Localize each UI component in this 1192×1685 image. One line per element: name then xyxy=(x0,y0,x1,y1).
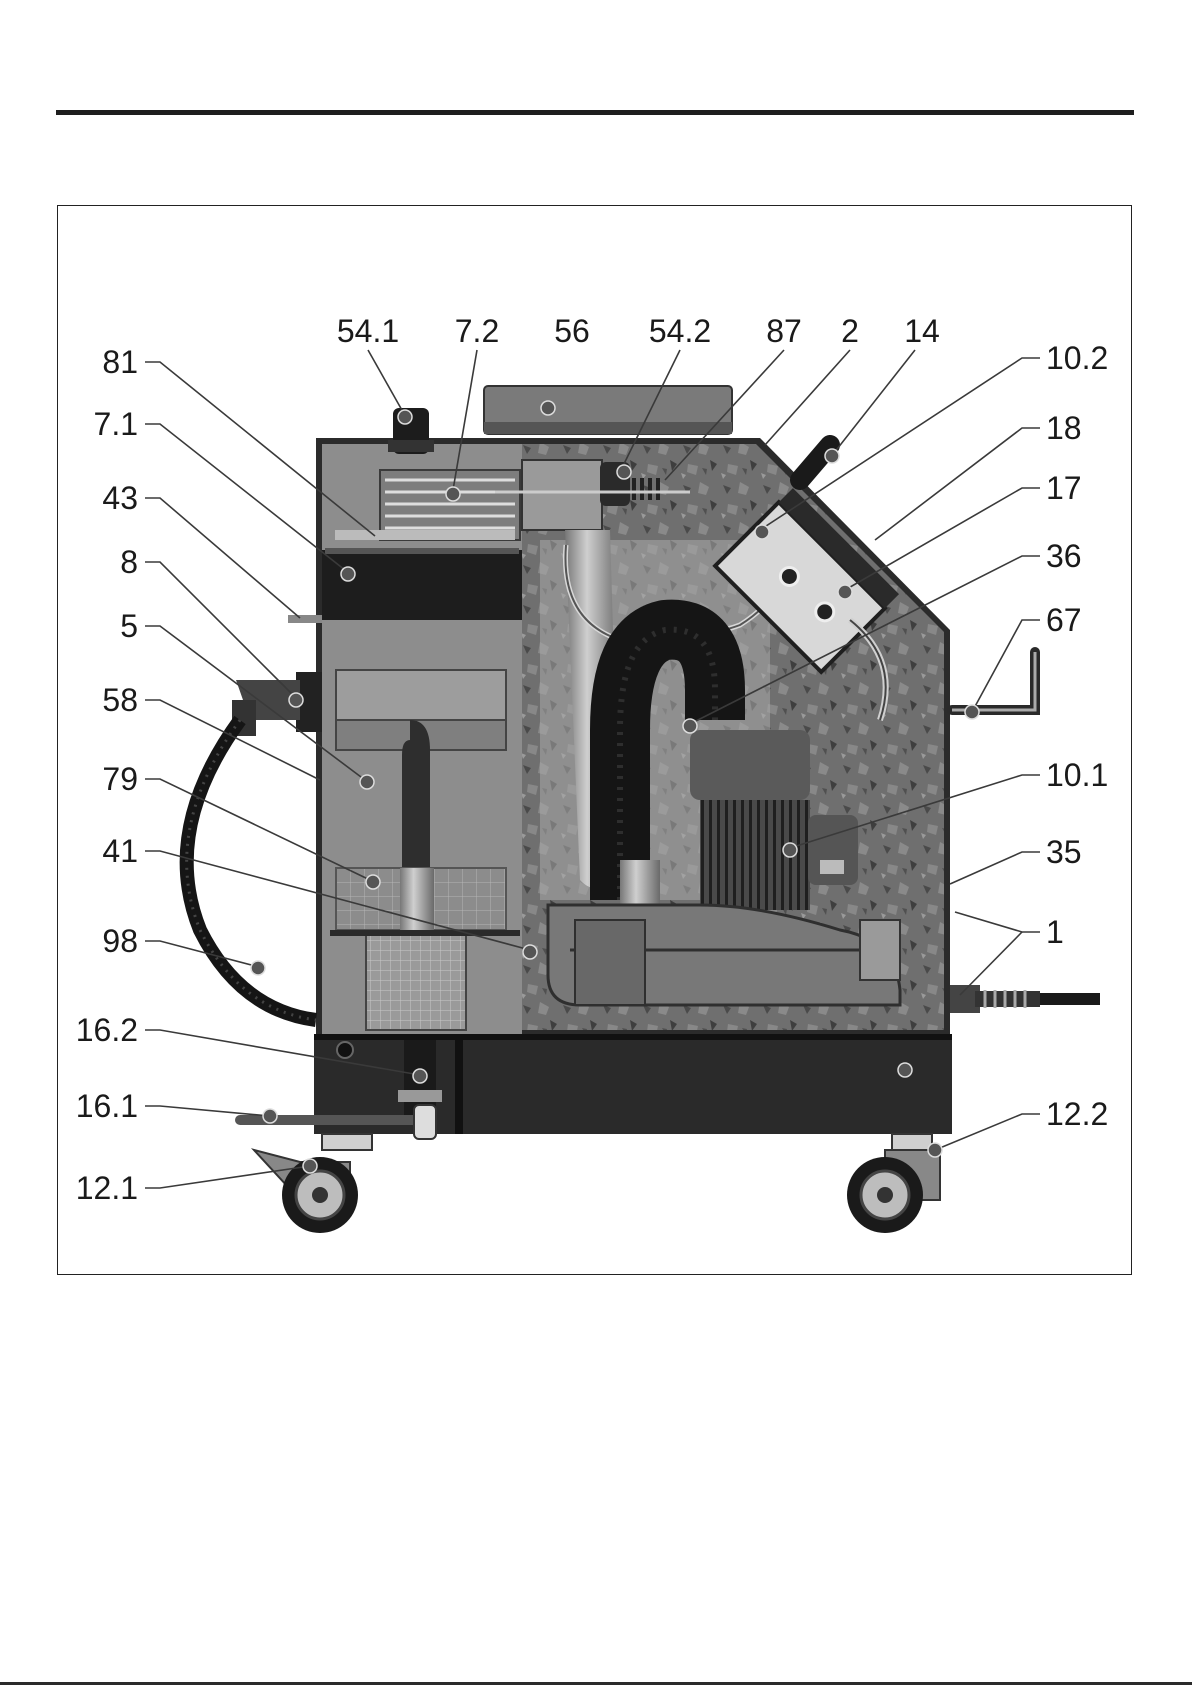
callout-label: 35 xyxy=(1046,834,1082,870)
callout-label: 58 xyxy=(102,682,138,718)
callout-label: 79 xyxy=(102,761,138,797)
callout-label: 17 xyxy=(1046,470,1082,506)
callout-label: 1 xyxy=(1046,914,1064,950)
handle-67 xyxy=(952,652,1035,710)
hose-98 xyxy=(187,720,316,1020)
motor-cover xyxy=(690,730,810,800)
filter-element-7-1 xyxy=(322,550,522,620)
callout-label: 87 xyxy=(766,313,802,349)
callout-label: 14 xyxy=(904,313,940,349)
callout-label: 81 xyxy=(102,344,138,380)
callout-label: 56 xyxy=(554,313,590,349)
callout-label: 5 xyxy=(120,608,138,644)
callout-label: 10.2 xyxy=(1046,340,1108,376)
labels-right: 10.2 18 17 36 67 10.1 35 1 12.2 xyxy=(1046,340,1108,1132)
labels-left: 81 7.1 43 8 5 58 79 41 98 16.2 16.1 12.1 xyxy=(76,344,138,1206)
callout-label: 12.1 xyxy=(76,1170,138,1206)
callout-label: 10.1 xyxy=(1046,757,1108,793)
callout-label: 18 xyxy=(1046,410,1082,446)
callout-label: 54.1 xyxy=(337,313,399,349)
labels-top: 54.1 7.2 56 54.2 87 2 14 xyxy=(337,313,940,349)
callout-label: 41 xyxy=(102,833,138,869)
callout-label: 36 xyxy=(1046,538,1082,574)
caster-left-12-1 xyxy=(254,1134,372,1233)
callout-label: 12.2 xyxy=(1046,1096,1108,1132)
callout-label: 2 xyxy=(841,313,859,349)
callout-label: 16.1 xyxy=(76,1088,138,1124)
callout-label: 8 xyxy=(120,544,138,580)
callout-label: 98 xyxy=(102,923,138,959)
callout-label: 43 xyxy=(102,480,138,516)
machine-body xyxy=(187,386,1100,1139)
callout-label: 7.2 xyxy=(455,313,499,349)
callout-label: 7.1 xyxy=(94,406,138,442)
callout-label: 54.2 xyxy=(649,313,711,349)
basket-41 xyxy=(366,935,466,1030)
callout-label: 67 xyxy=(1046,602,1082,638)
caster-right-12-2 xyxy=(847,1134,940,1233)
callout-label: 16.2 xyxy=(76,1012,138,1048)
